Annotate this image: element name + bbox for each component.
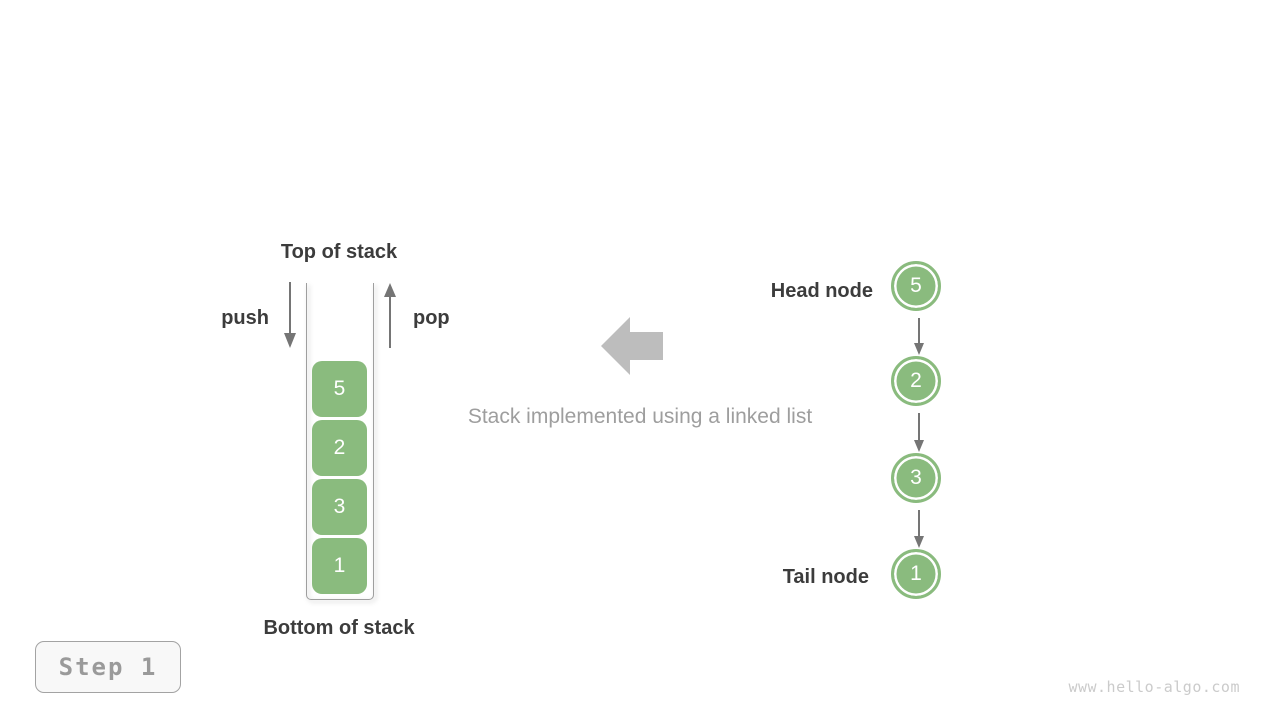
stack-item: 3	[312, 479, 367, 535]
linked-list-node: 1	[891, 549, 941, 599]
head-node-label: Head node	[770, 280, 873, 302]
pop-label: pop	[413, 307, 450, 329]
linked-list-node: 5	[891, 261, 941, 311]
stack-item: 1	[312, 538, 367, 594]
stack-container	[306, 283, 374, 600]
link-arrow-icon	[914, 510, 924, 548]
push-arrow-icon	[284, 282, 296, 348]
left-arrow-icon	[601, 317, 663, 375]
pop-arrow-icon	[384, 283, 396, 348]
step-badge: Step 1	[35, 641, 181, 693]
stack-item: 5	[312, 361, 367, 417]
link-arrow-icon	[914, 318, 924, 355]
step-badge-label: Step 1	[58, 653, 158, 681]
caption-text: Stack implemented using a linked list	[467, 405, 813, 428]
stack-bottom-label: Bottom of stack	[263, 617, 415, 639]
push-label: push	[221, 307, 269, 329]
linked-list-node: 2	[891, 356, 941, 406]
watermark: www.hello-algo.com	[1068, 678, 1240, 696]
tail-node-label: Tail node	[782, 566, 869, 588]
stack-top-label: Top of stack	[280, 241, 398, 263]
link-arrow-icon	[914, 413, 924, 452]
linked-list-node: 3	[891, 453, 941, 503]
stack-item: 2	[312, 420, 367, 476]
